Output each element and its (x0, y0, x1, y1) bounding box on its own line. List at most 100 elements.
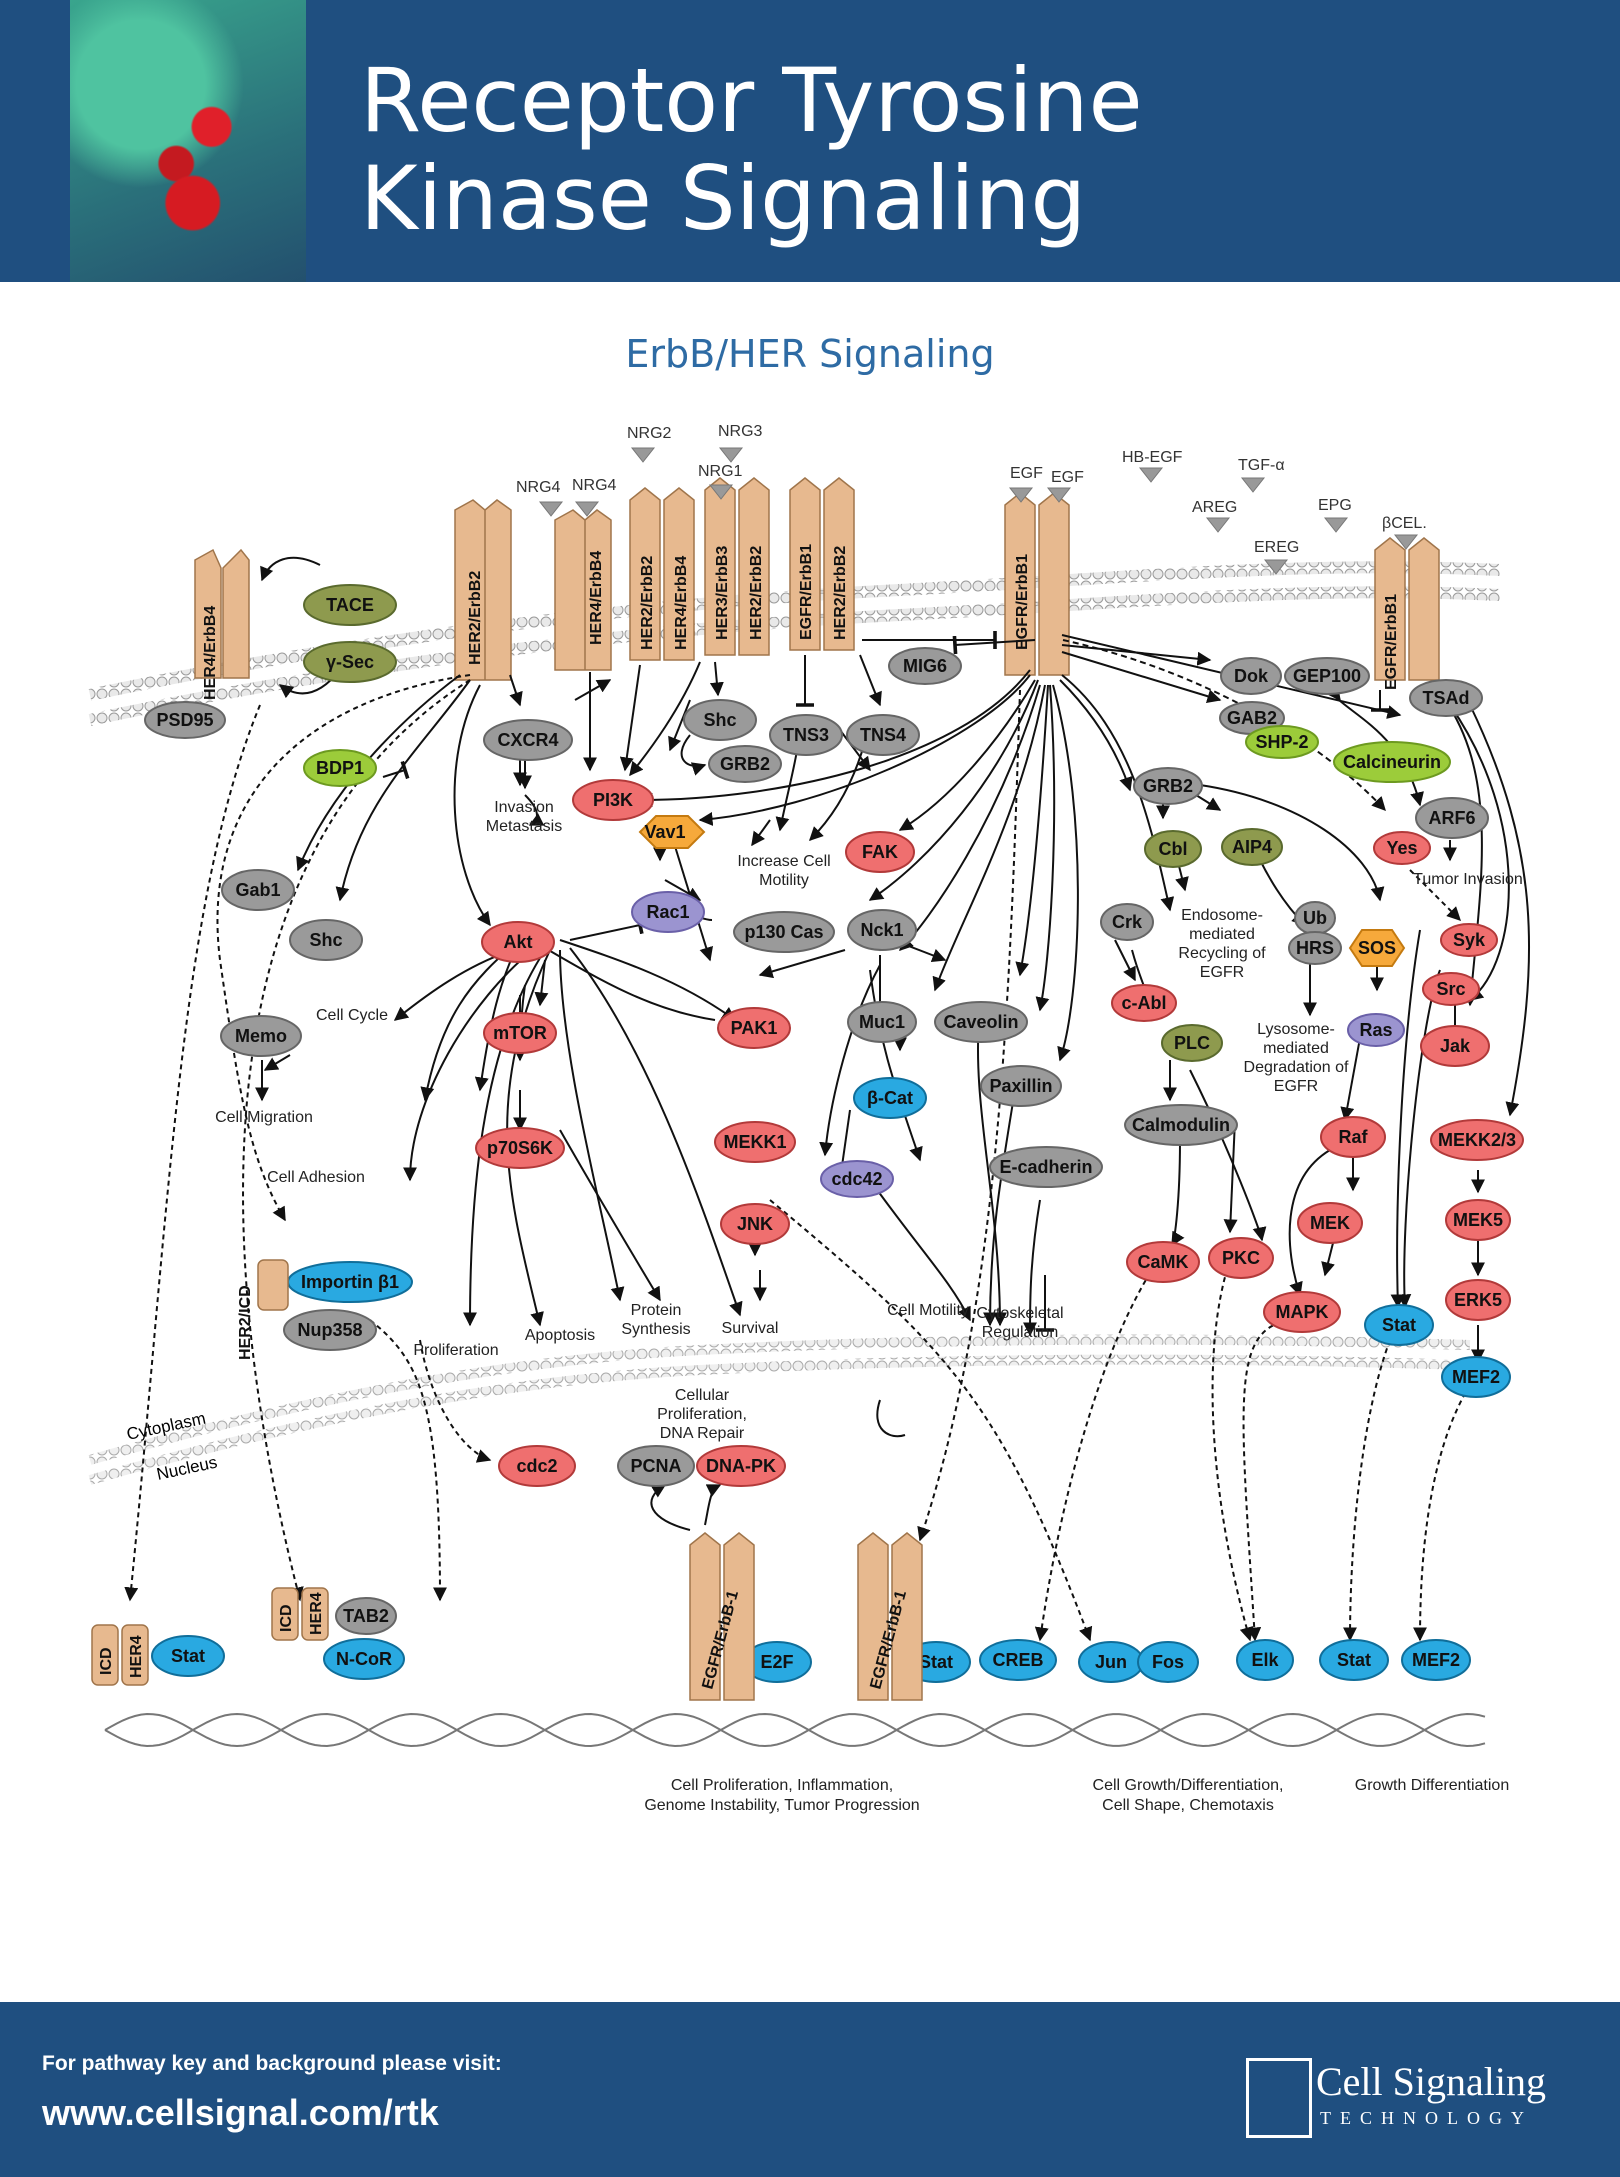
page-title: Receptor Tyrosine Kinase Signaling (360, 52, 1143, 248)
svg-text:Cell Proliferation, Inflammati: Cell Proliferation, Inflammation, (671, 1777, 893, 1794)
svg-text:Memo: Memo (235, 1026, 287, 1046)
plasma-membrane (88, 561, 1501, 726)
node-camk: CaMK (1126, 1241, 1200, 1283)
receptor-her4-erbb4 (554, 509, 612, 671)
svg-text:MAPK: MAPK (1276, 1302, 1329, 1322)
node-gab2: GAB2 (1219, 701, 1285, 735)
svg-text:HER2/ErbB2: HER2/ErbB2 (748, 546, 765, 640)
ligands: NRG4 NRG4 NRG2 NRG3 NRG1 EGF EGF HB-EGF … (516, 423, 1427, 575)
svg-text:Jun: Jun (1095, 1652, 1127, 1672)
title-line-1: Receptor Tyrosine (360, 49, 1143, 152)
svg-text:CaMK: CaMK (1137, 1252, 1188, 1272)
svg-text:PI3K: PI3K (593, 790, 633, 810)
node-fos: Fos (1137, 1641, 1199, 1683)
svg-text:Syk: Syk (1453, 930, 1486, 950)
svg-text:βCEL.: βCEL. (1382, 515, 1427, 532)
svg-text:Yes: Yes (1386, 838, 1417, 858)
svg-text:Apoptosis: Apoptosis (525, 1327, 595, 1344)
node-calmodulin: Calmodulin (1124, 1104, 1238, 1146)
node-psd95: PSD95 (144, 701, 226, 739)
svg-text:PSD95: PSD95 (156, 710, 213, 730)
svg-text:Raf: Raf (1338, 1127, 1368, 1147)
node-muc1: Muc1 (847, 1001, 917, 1043)
svg-text:Tumor Invasion: Tumor Invasion (1413, 871, 1523, 888)
node-paxillin: Paxillin (980, 1065, 1062, 1107)
dna-helix (104, 1712, 1486, 1748)
label-line: Motility (759, 872, 809, 889)
node-bcat: β-Cat (853, 1077, 927, 1119)
svg-text:Shc: Shc (309, 930, 342, 950)
node-vav1: Vav1 (638, 815, 706, 849)
node-gsec: γ-Sec (303, 641, 397, 683)
node-e2f: E2F (742, 1641, 812, 1683)
nuclear-receptors (91, 1259, 923, 1701)
svg-text:Gab1: Gab1 (235, 880, 280, 900)
svg-text:E-cadherin: E-cadherin (999, 1157, 1092, 1177)
svg-text:Src: Src (1436, 979, 1465, 999)
pathway-diagram: Cytoplasm Nucleus HER4/ErbB4 HER2/ErbB2 … (88, 423, 1531, 1814)
node-dnapk: DNA-PK (696, 1445, 786, 1487)
node-grb2b: GRB2 (1133, 767, 1203, 805)
svg-text:Caveolin: Caveolin (943, 1012, 1018, 1032)
svg-text:Calmodulin: Calmodulin (1132, 1115, 1230, 1135)
svg-text:Muc1: Muc1 (859, 1012, 905, 1032)
svg-text:HER3/ErbB3: HER3/ErbB3 (714, 546, 731, 640)
svg-text:HER4/ErbB4: HER4/ErbB4 (588, 551, 605, 645)
svg-text:ARF6: ARF6 (1428, 808, 1475, 828)
svg-text:MEK: MEK (1310, 1213, 1350, 1233)
svg-text:Calcineurin: Calcineurin (1343, 752, 1441, 772)
receptor-her3-her2 (704, 477, 770, 656)
footer-url-link[interactable]: www.cellsignal.com/rtk (42, 2092, 439, 2133)
header-banner: Receptor Tyrosine Kinase Signaling (0, 0, 1620, 282)
svg-text:cdc2: cdc2 (516, 1456, 557, 1476)
header-micrograph-image (70, 0, 306, 282)
node-importin: Importin β1 (287, 1261, 413, 1303)
node-src: Src (1422, 972, 1480, 1006)
svg-text:JNK: JNK (737, 1214, 773, 1234)
node-shp2: SHP-2 (1245, 725, 1319, 759)
svg-text:HER4/ErbB4: HER4/ErbB4 (673, 556, 690, 650)
svg-text:EGFR/ErbB1: EGFR/ErbB1 (798, 544, 815, 640)
svg-text:mTOR: mTOR (493, 1023, 547, 1043)
node-gep100: GEP100 (1284, 657, 1370, 695)
node-mef2a: MEF2 (1441, 1356, 1511, 1398)
node-akt: Akt (481, 921, 555, 963)
svg-text:Cell Growth/Differentiation,: Cell Growth/Differentiation, (1093, 1777, 1284, 1794)
node-crk: Crk (1100, 903, 1154, 941)
node-yes: Yes (1373, 831, 1431, 865)
svg-text:Importin β1: Importin β1 (301, 1272, 399, 1292)
node-mtor: mTOR (483, 1012, 557, 1054)
node-pcna: PCNA (617, 1445, 695, 1487)
node-caveolin: Caveolin (934, 1001, 1028, 1043)
svg-text:TAB2: TAB2 (343, 1606, 389, 1626)
node-creb: CREB (979, 1639, 1057, 1681)
svg-text:Cell Adhesion: Cell Adhesion (267, 1169, 365, 1186)
svg-text:EGFR/ErbB1: EGFR/ErbB1 (1014, 554, 1031, 650)
node-p70s6k: p70S6K (475, 1127, 565, 1169)
svg-text:PCNA: PCNA (630, 1456, 681, 1476)
svg-text:PKC: PKC (1222, 1248, 1260, 1268)
svg-text:AIP4: AIP4 (1232, 837, 1272, 857)
node-mapk: MAPK (1263, 1291, 1341, 1333)
node-cdc2: cdc2 (498, 1445, 576, 1487)
node-cxcr4: CXCR4 (483, 719, 573, 761)
node-shc1: Shc (683, 699, 757, 741)
label-line: DNA Repair (660, 1425, 745, 1442)
node-gab1: Gab1 (221, 869, 295, 911)
svg-text:β-Cat: β-Cat (867, 1088, 913, 1108)
svg-text:Paxillin: Paxillin (989, 1076, 1052, 1096)
svg-text:AREG: AREG (1192, 499, 1237, 516)
svg-text:TGF-α: TGF-α (1238, 457, 1285, 474)
label-line: Synthesis (621, 1321, 690, 1338)
svg-text:ICD: ICD (98, 1647, 115, 1675)
svg-text:Stat: Stat (1337, 1650, 1371, 1670)
node-hrs: HRS (1288, 931, 1342, 965)
node-pak1: PAK1 (717, 1007, 791, 1049)
node-ecadherin: E-cadherin (989, 1146, 1103, 1188)
svg-text:MEK5: MEK5 (1453, 1210, 1503, 1230)
